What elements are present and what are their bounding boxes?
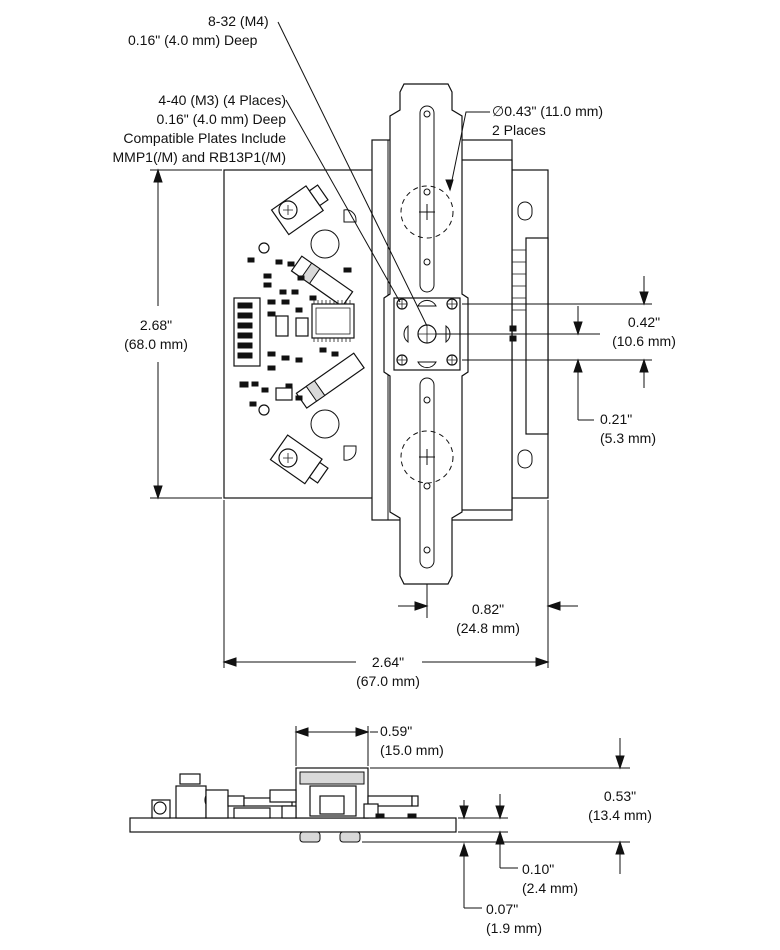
dim-hole-spacing-mm: (10.6 mm) xyxy=(612,333,676,349)
dim-total-thickness-mm: (13.4 mm) xyxy=(588,807,652,823)
dim-center-edge-mm: (24.8 mm) xyxy=(456,620,520,636)
top-view xyxy=(223,83,549,585)
callout-4-40-line3: Compatible Plates Include xyxy=(123,130,286,146)
dim-block-width-in: 0.59" xyxy=(380,723,412,739)
callout-4-40-line2: 0.16" (4.0 mm) Deep xyxy=(157,111,287,127)
dim-board-thickness-in: 0.10" xyxy=(522,861,554,877)
dim-hole-spacing-in: 0.42" xyxy=(628,314,660,330)
ic-chip xyxy=(311,303,355,339)
dim-width-mm: (67.0 mm) xyxy=(356,673,420,689)
bore-top xyxy=(400,185,454,239)
callout-8-32-line1: 8-32 (M4) xyxy=(208,13,269,29)
dim-width-in: 2.64" xyxy=(372,654,404,670)
side-view xyxy=(129,767,457,843)
dim-hole-offset-mm: (5.3 mm) xyxy=(600,430,656,446)
side-board xyxy=(129,817,457,833)
dim-center-edge-in: 0.82" xyxy=(472,601,504,617)
dim-total-thickness-in: 0.53" xyxy=(604,788,636,804)
dim-screw-protrusion-in: 0.07" xyxy=(486,901,518,917)
bore-bottom xyxy=(400,430,454,484)
side-connector xyxy=(525,237,549,435)
callout-8-32-line2: 0.16" (4.0 mm) Deep xyxy=(128,32,258,48)
dim-height-mm: (68.0 mm) xyxy=(124,336,188,352)
callout-bore-line1: ∅0.43" (11.0 mm) xyxy=(492,103,603,119)
callout-4-40-line1: 4-40 (M3) (4 Places) xyxy=(158,92,286,108)
dim-screw-protrusion-mm: (1.9 mm) xyxy=(486,920,542,936)
callout-4-40-line4: MMP1(/M) and RB13P1(/M) xyxy=(113,149,286,165)
callout-bore-line2: 2 Places xyxy=(492,122,546,138)
dim-block-width-mm: (15.0 mm) xyxy=(380,742,444,758)
dim-board-thickness-mm: (2.4 mm) xyxy=(522,880,578,896)
dim-height-in: 2.68" xyxy=(140,317,172,333)
dim-hole-offset-in: 0.21" xyxy=(600,411,632,427)
